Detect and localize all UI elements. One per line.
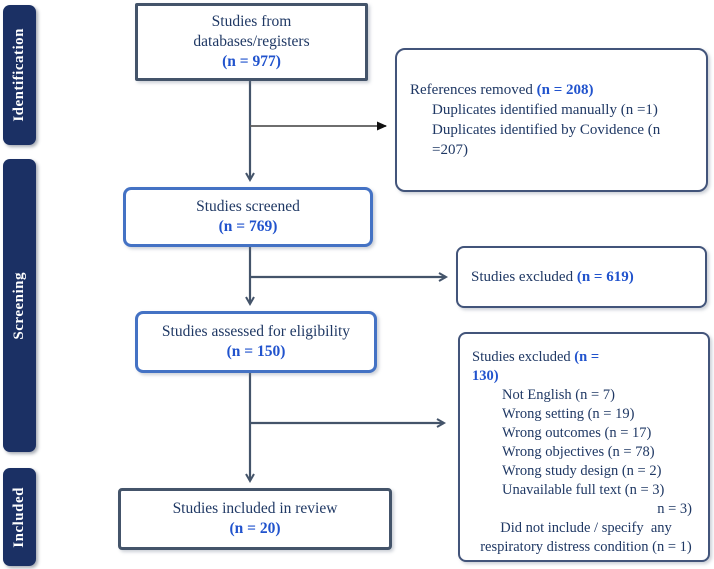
box-title-text: Studies excluded [471, 268, 577, 285]
reason-item: respiratory distress condition (n = 1) [480, 539, 692, 555]
reason-item-overflow: n = 3) [657, 501, 692, 517]
box-studies-from-databases: Studies from databases/registers (n = 97… [135, 3, 368, 81]
box-count: (n = 977) [222, 53, 281, 70]
box-title-count: (n = 619) [576, 268, 634, 285]
reason-item: Did not include / specify any [500, 520, 672, 536]
box-count: (n = 769) [218, 218, 278, 235]
stage-label-included: Included [11, 486, 27, 548]
reason-item: Unavailable full text (n = 3) [502, 482, 665, 498]
box-title-count: 130) [472, 368, 499, 384]
reason-item: Wrong objectives (n = 78) [502, 444, 655, 460]
reason-item: Wrong study design (n = 2) [502, 463, 662, 479]
stage-label-screening: Screening [11, 271, 27, 340]
box-title: References removed (n = 208) [410, 80, 696, 100]
box-studies-excluded-130: Studies excluded (n = 130) Not English (… [458, 332, 710, 562]
box-line: databases/registers [193, 33, 310, 50]
box-title-count: (n = [574, 349, 600, 365]
box-studies-excluded-619: Studies excluded (n = 619) [456, 246, 707, 308]
box-title: Studies excluded (n = 130) [472, 348, 700, 386]
box-studies-assessed: Studies assessed for eligibility (n = 15… [135, 311, 377, 373]
stage-label-identification: Identification [11, 28, 27, 122]
reason-item: Duplicates identified manually (n =1) [432, 102, 658, 118]
box-title-text: References removed [410, 82, 537, 98]
reason-item: Duplicates identified by Covidence (n =2… [432, 122, 661, 158]
stage-bar-identification: Identification [3, 5, 36, 145]
box-count: (n = 20) [229, 520, 281, 537]
stage-bar-included: Included [3, 468, 36, 566]
box-line: Studies included in review [172, 500, 338, 517]
box-studies-screened: Studies screened (n = 769) [123, 187, 373, 247]
reason-item: Wrong outcomes (n = 17) [502, 425, 652, 441]
box-studies-included: Studies included in review (n = 20) [118, 488, 392, 550]
box-line: Studies assessed for eligibility [161, 323, 351, 340]
reason-item: Not English (n = 7) [502, 387, 615, 403]
box-line: Studies from [211, 13, 292, 30]
box-title-count: (n = 208) [536, 82, 594, 98]
box-line: Studies screened [196, 198, 300, 215]
box-references-removed: References removed (n = 208) Duplicates … [395, 48, 708, 192]
stage-bar-screening: Screening [3, 159, 36, 452]
reason-item: Wrong setting (n = 19) [502, 406, 635, 422]
box-title: Studies excluded (n = 619) [471, 269, 634, 286]
box-title-text: Studies excluded [472, 349, 575, 365]
box-count: (n = 150) [226, 343, 286, 360]
